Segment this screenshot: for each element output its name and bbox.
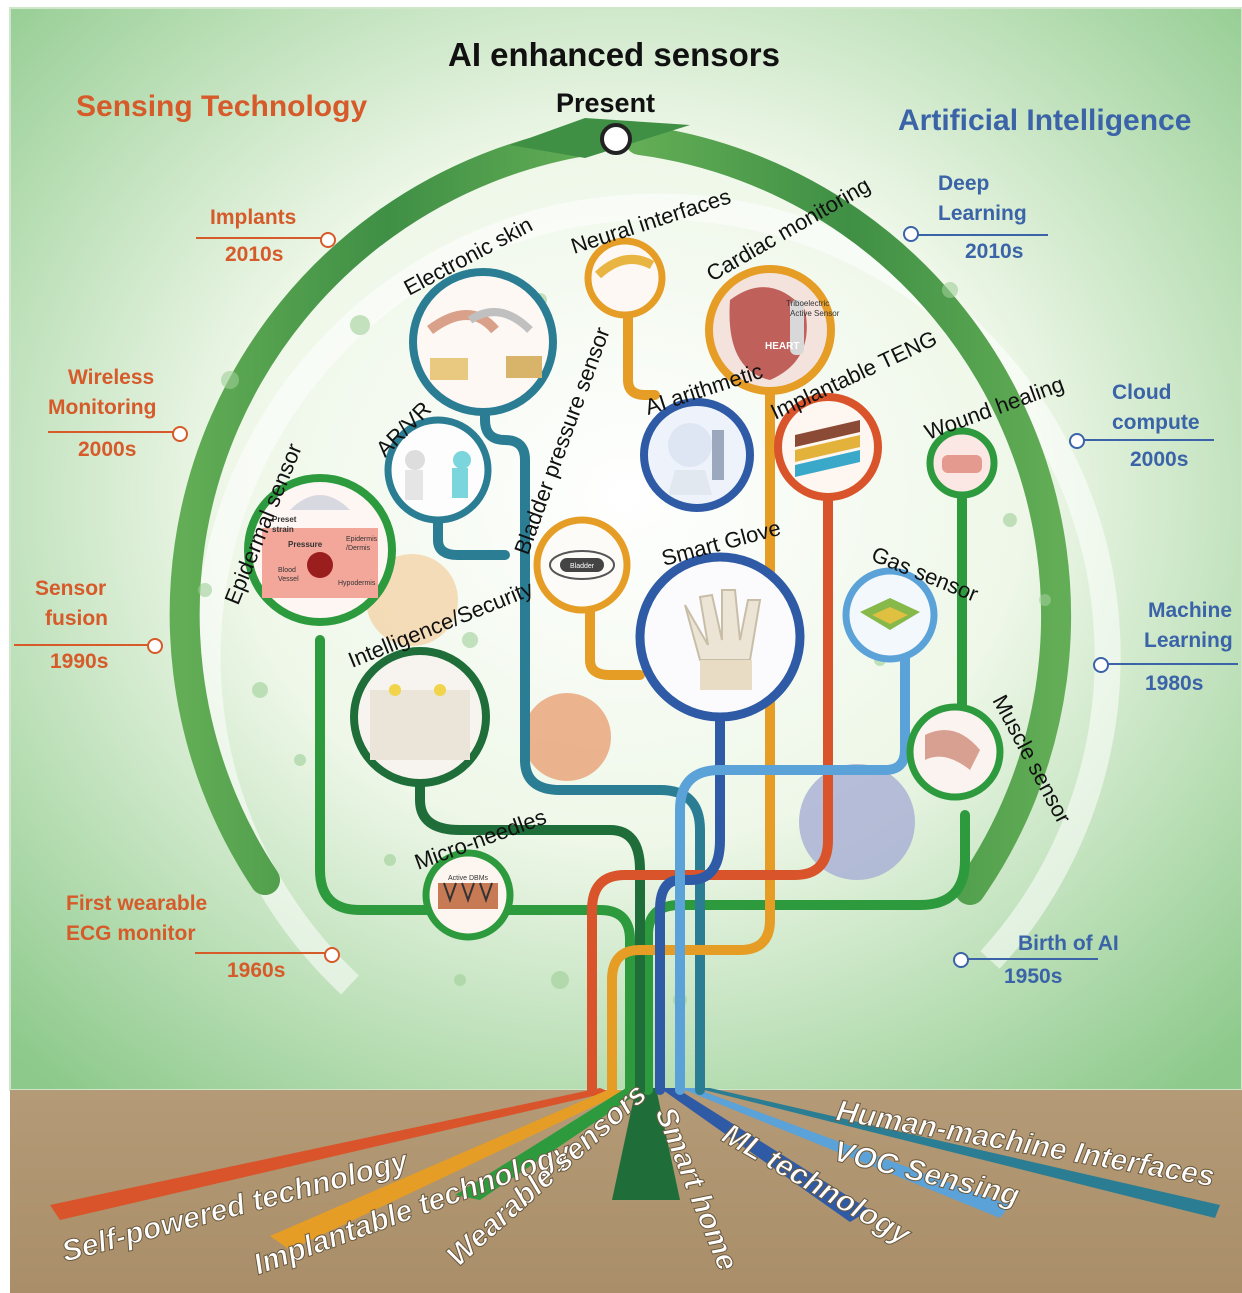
sensing-label-monitoring: Monitoring (48, 396, 157, 419)
ai-era-2010s: 2010s (965, 240, 1024, 263)
dermis-image-label: /Dermis (346, 545, 371, 552)
node-smart-glove (635, 552, 805, 722)
node-implantable-teng (774, 393, 882, 501)
active-sensor-image-label: Active Sensor (790, 309, 840, 318)
ai-label-deep: Deep (938, 172, 990, 195)
ai-label-birth-of-ai: Birth of AI (1018, 932, 1119, 955)
ai-era-1950s: 1950s (1004, 965, 1063, 988)
sensing-era-2010s: 2010s (225, 243, 284, 266)
inner-glow-arc (194, 193, 1121, 995)
sensing-label-implants: Implants (210, 206, 297, 229)
pressure-image-label: Pressure (288, 540, 323, 549)
strain-image-label: strain (272, 525, 294, 534)
ai-label-compute: compute (1112, 411, 1200, 434)
sensing-label-first-wearable: First wearable (66, 892, 208, 915)
main-title: AI enhanced sensors (448, 36, 780, 73)
node-gas-sensor (842, 567, 938, 663)
decor-circle-salmon (523, 693, 611, 781)
epidermis-image-label: Epidermis (346, 536, 378, 543)
node-wound-healing (926, 427, 998, 499)
bladder-image-label: Bladder (570, 563, 595, 570)
root-wedges (50, 1088, 1220, 1250)
ai-timeline-arc (625, 125, 1072, 905)
node-muscle-sensor (906, 703, 1004, 801)
node-cardiac-monitoring (705, 265, 835, 395)
sensing-technology-title: Sensing Technology (76, 90, 368, 123)
node-micro-needles (422, 849, 514, 941)
ai-label-learning: Learning (938, 202, 1027, 225)
artificial-intelligence-title: Artificial Intelligence (898, 104, 1192, 137)
node-neural-interfaces (584, 237, 666, 319)
ai-era-1980s: 1980s (1145, 672, 1204, 695)
node-electronic-skin (409, 268, 557, 416)
node-ar-vr (384, 416, 492, 524)
tree-branches (315, 300, 970, 1095)
ai-label-machine-learning: Learning (1144, 629, 1233, 652)
timeline-markers (14, 226, 1238, 968)
node-epidermal-sensor (244, 474, 396, 626)
sensing-era-1990s: 1990s (50, 650, 109, 673)
node-intelligence-security (350, 647, 490, 787)
heart-image-label: HEART (765, 341, 799, 352)
vessel-image-label: Vessel (278, 576, 299, 583)
sensing-era-1960s: 1960s (227, 959, 286, 982)
sensing-label-wireless: Wireless (68, 366, 155, 389)
sensing-label-sensor: Sensor (35, 577, 107, 600)
preset-image-label: Preset (272, 515, 297, 524)
ai-label-machine: Machine (1148, 599, 1233, 622)
sensing-label-fusion: fusion (45, 607, 108, 630)
present-label: Present (556, 88, 656, 118)
arc-arrowhead (510, 118, 690, 158)
blood-image-label: Blood (278, 567, 296, 574)
sensor-nodes (244, 237, 1004, 941)
node-ai-arithmetic (640, 398, 754, 512)
sensing-label-ecg-monitor: ECG monitor (66, 922, 196, 945)
hypodermis-image-label: Hypodermis (338, 580, 376, 587)
present-marker (600, 123, 632, 155)
teng-image-label: Triboelectric (786, 299, 829, 308)
node-bladder-pressure (533, 516, 631, 614)
active-dbms-image-label: Active DBMs (448, 875, 489, 882)
sensing-era-2000s: 2000s (78, 438, 137, 461)
ai-era-2000s: 2000s (1130, 448, 1189, 471)
sensing-timeline-arc (169, 125, 605, 895)
ai-label-cloud: Cloud (1112, 381, 1172, 404)
